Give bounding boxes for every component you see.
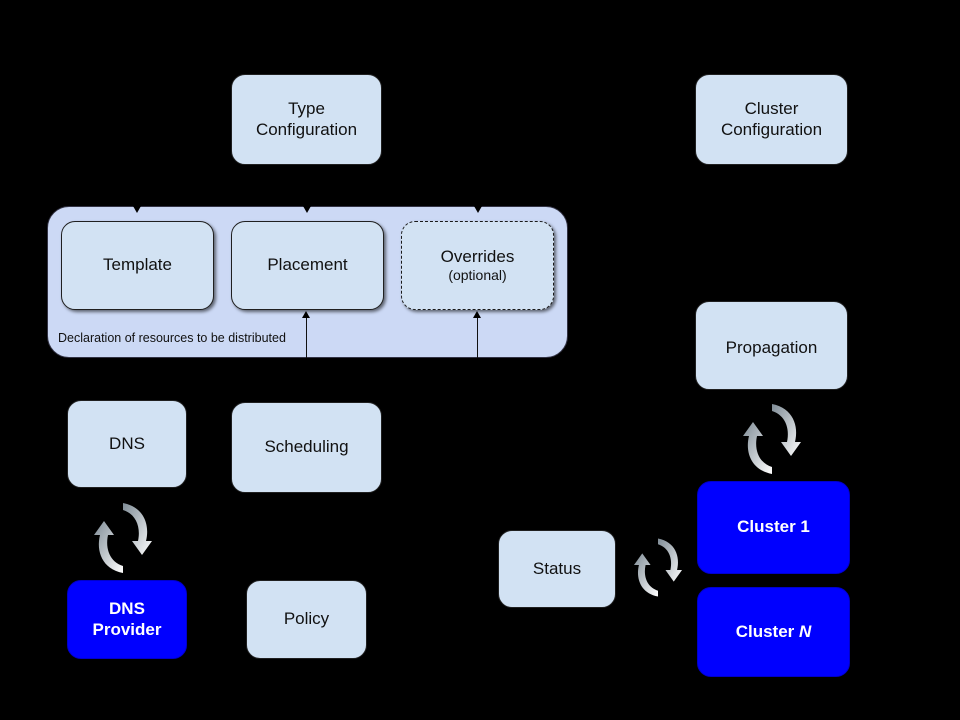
node-dns-label: DNS <box>109 433 145 453</box>
connector-type-config-to-placement-arrowhead <box>302 206 311 213</box>
connector-policy-to-overrides-line <box>477 313 478 358</box>
node-overrides-label: Overrides <box>440 247 515 267</box>
node-dns-provider-text: DNS Provider <box>92 599 162 639</box>
connector-type-config-to-placement-line <box>307 182 308 206</box>
node-cluster-configuration[interactable]: Cluster Configuration <box>695 74 848 165</box>
node-cluster-configuration-text: Cluster Configuration <box>720 99 823 139</box>
node-status[interactable]: Status <box>498 530 616 608</box>
node-cluster-1[interactable]: Cluster 1 <box>697 481 850 574</box>
node-policy-label: Policy <box>283 609 330 629</box>
connector-scheduling-to-placement-arrowhead <box>301 311 310 318</box>
node-overrides[interactable]: Overrides (optional) <box>401 221 554 310</box>
node-template-label: Template <box>103 255 172 275</box>
node-type-configuration-text: Type Configuration <box>255 99 358 139</box>
node-template[interactable]: Template <box>61 221 214 310</box>
node-type-configuration[interactable]: Type Configuration <box>231 74 382 165</box>
node-status-label: Status <box>532 558 582 578</box>
sync-cycle-icon-propagation <box>737 398 807 480</box>
connector-type-config-to-template-line <box>137 182 138 206</box>
node-overrides-text: Overrides (optional) <box>441 247 515 284</box>
sync-cycle-icon-status <box>629 531 687 604</box>
node-cluster-n-label: Cluster N <box>735 621 812 641</box>
node-policy[interactable]: Policy <box>246 580 367 659</box>
connector-type-config-to-template-arrowhead <box>132 206 141 213</box>
node-placement-label: Placement <box>267 255 348 275</box>
node-dns[interactable]: DNS <box>67 400 187 488</box>
group-caption: Declaration of resources to be distribut… <box>58 331 286 345</box>
node-propagation[interactable]: Propagation <box>695 301 848 390</box>
connector-scheduling-to-placement-line <box>306 313 307 358</box>
connector-policy-to-overrides-arrowhead <box>472 311 481 318</box>
sync-cycle-icon-dns <box>88 497 158 579</box>
connector-type-config-to-overrides-arrowhead <box>473 206 482 213</box>
node-cluster-n[interactable]: Cluster N <box>697 587 850 677</box>
connector-type-config-to-overrides-line <box>478 182 479 206</box>
node-scheduling[interactable]: Scheduling <box>231 402 382 493</box>
node-cluster-1-label: Cluster 1 <box>737 517 810 537</box>
node-overrides-sublabel: (optional) <box>448 267 507 284</box>
node-placement[interactable]: Placement <box>231 221 384 310</box>
node-scheduling-label: Scheduling <box>264 437 349 457</box>
node-dns-provider[interactable]: DNS Provider <box>67 580 187 659</box>
node-propagation-label: Propagation <box>725 338 818 357</box>
